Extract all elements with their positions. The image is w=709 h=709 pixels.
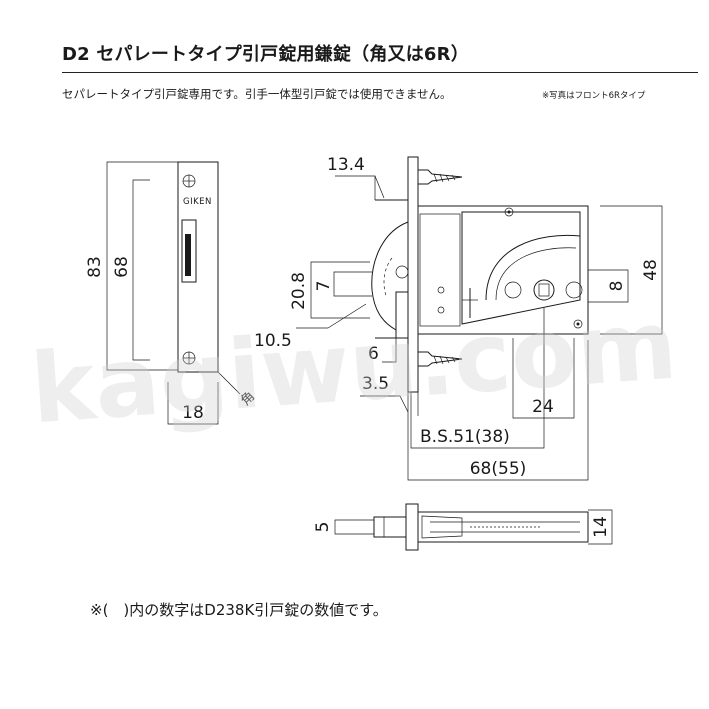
dim-height-inner: 68: [112, 256, 132, 278]
front-plate-view: GIKEN 83 68 18 角: [85, 161, 258, 425]
top-hook: [373, 516, 407, 538]
dim-13-4: 13.4: [327, 155, 365, 175]
hook-swing-path: [383, 257, 393, 297]
hook-bolt: [185, 234, 191, 276]
dim-20-8: 20.8: [289, 272, 309, 310]
hook-slot: [181, 219, 197, 283]
top-case: [417, 511, 589, 543]
hook-case-outline: [375, 199, 409, 339]
dim-6: 6: [368, 344, 379, 364]
page-subtitle: セパレートタイプ引戸錠専用です。引手一体型引戸錠では使用できません。: [62, 87, 452, 101]
dim-14: 14: [591, 516, 611, 538]
cylinder-hub: [533, 279, 555, 301]
dim-24: 24: [532, 397, 554, 417]
dim-length: 68(55): [470, 459, 527, 479]
dim-width: 18: [182, 403, 204, 423]
front-plate-outline: [177, 161, 219, 373]
dim-10-5: 10.5: [254, 331, 292, 351]
watermark: kagiwu.com: [27, 289, 680, 446]
footnote: ※( )内の数字はD238K引戸錠の数値です。: [90, 601, 388, 619]
dim-backset: B.S.51(38): [420, 427, 510, 447]
top-front-plate: [405, 503, 419, 551]
case-cover: [461, 211, 581, 325]
title-divider: [62, 72, 698, 73]
dim-height-total: 83: [85, 256, 105, 278]
bottom-screw-icon: [417, 351, 463, 367]
brand-label: GIKEN: [183, 197, 212, 207]
dim-7: 7: [314, 281, 334, 292]
photo-note: ※写真はフロント6Rタイプ: [542, 91, 646, 101]
top-screw-icon: [417, 169, 463, 185]
cam-arc: [485, 234, 581, 301]
hook-arc: [371, 221, 409, 331]
page-title: D2 セパレートタイプ引戸錠用鎌錠（角又は6R）: [62, 44, 469, 65]
hook-tip: [395, 291, 409, 339]
top-view: 5 14: [313, 503, 613, 551]
side-view: 13.4 20.8 7 10.5 6 3.5 8 48 24 B.S.51(38…: [254, 155, 663, 481]
dim-5: 5: [313, 522, 333, 533]
dim-8: 8: [607, 281, 627, 292]
dim-3-5: 3.5: [362, 374, 389, 394]
dim-48: 48: [641, 259, 661, 281]
